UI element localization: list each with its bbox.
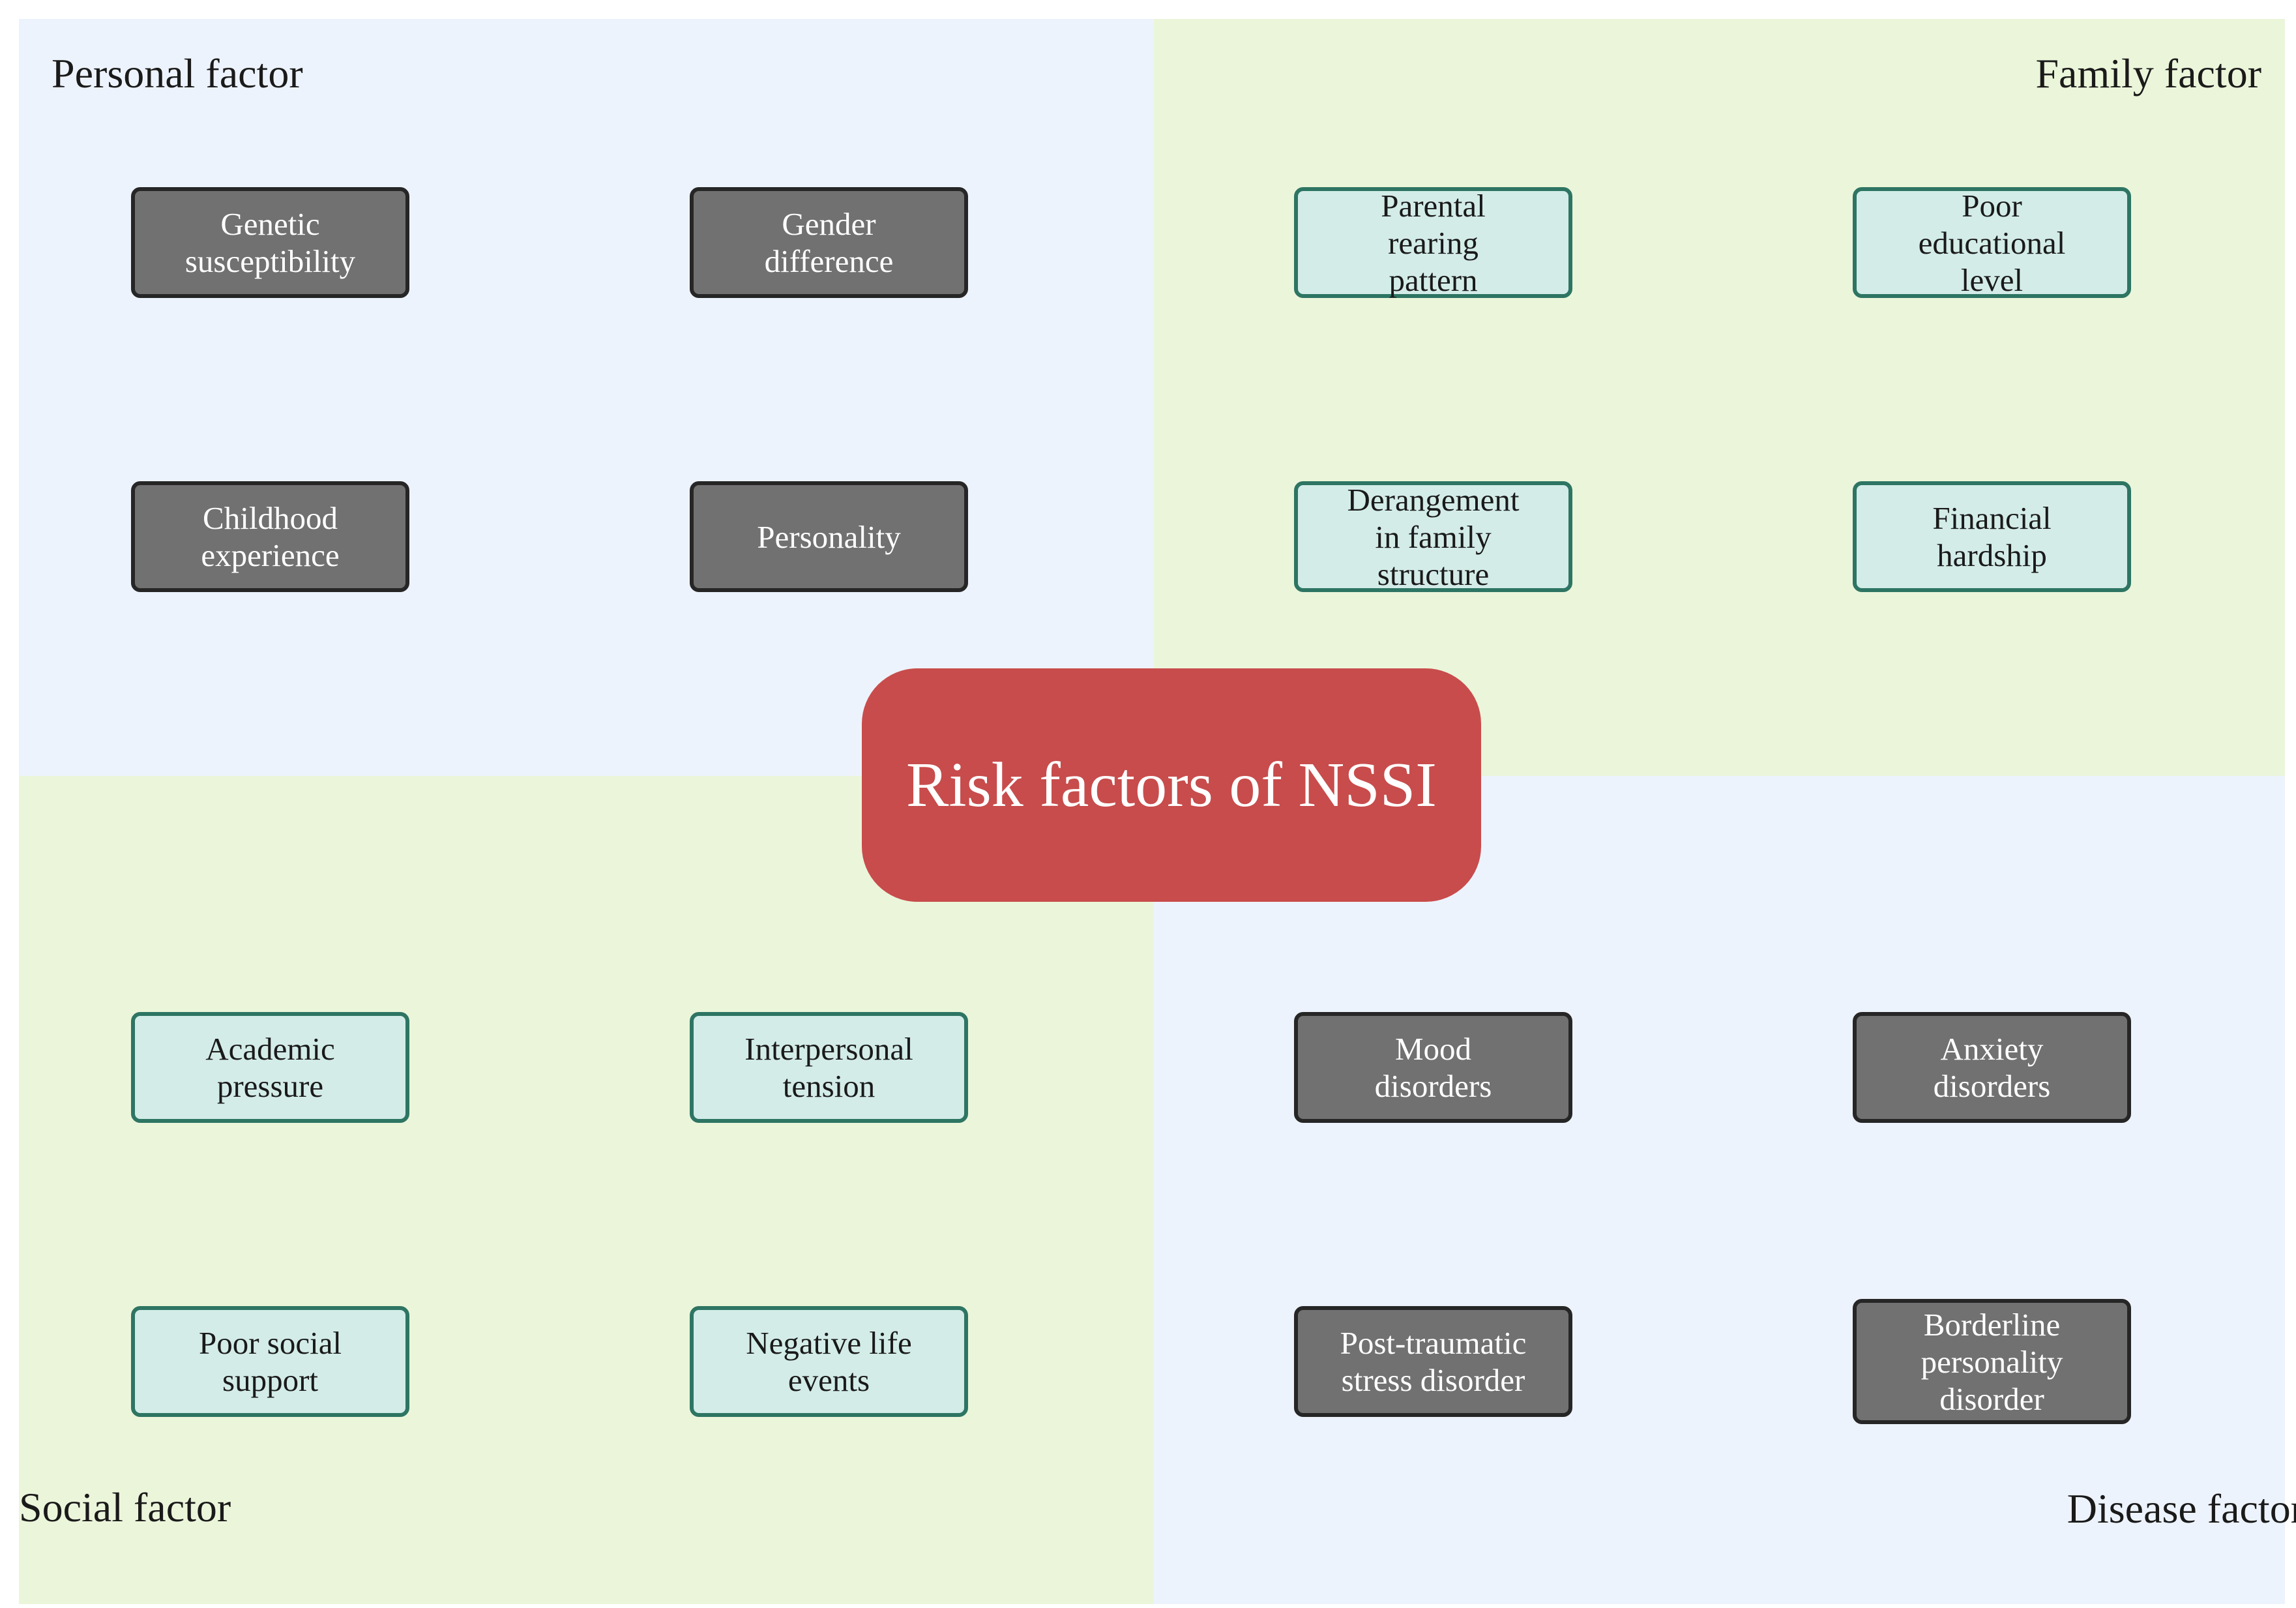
social-factor-label: Social factor <box>19 1484 231 1530</box>
factor-box-negative-life-events: Negative life events <box>690 1306 968 1417</box>
factor-box-borderline-personality-disorder: Borderline personality disorder <box>1853 1299 2131 1424</box>
disease-factor-label: Disease factor <box>2067 1485 2296 1532</box>
family-factor-label: Family factor <box>2035 50 2261 97</box>
factor-box-anxiety-disorders: Anxiety disorders <box>1853 1012 2131 1123</box>
factor-box-genetic-susceptibility: Genetic susceptibility <box>131 187 409 298</box>
factor-box-post-traumatic-stress-disorder: Post-traumatic stress disorder <box>1294 1306 1572 1417</box>
family-factor-quadrant: Family factor <box>1154 19 2285 776</box>
factor-box-childhood-experience: Childhood experience <box>131 481 409 592</box>
social-factor-quadrant: Social factor <box>19 776 1154 1604</box>
personal-factor-label: Personal factor <box>52 50 303 97</box>
factor-box-derangement-in-family-structure: Derangement in family structure <box>1294 481 1572 592</box>
factor-box-gender-difference: Gender difference <box>690 187 968 298</box>
factor-box-poor-social-support: Poor social support <box>131 1306 409 1417</box>
factor-box-poor-educational-level: Poor educational level <box>1853 187 2131 298</box>
personal-factor-quadrant: Personal factor <box>19 19 1154 776</box>
disease-factor-quadrant: Disease factor <box>1154 776 2296 1604</box>
factor-box-mood-disorders: Mood disorders <box>1294 1012 1572 1123</box>
center-title: Risk factors of NSSI <box>906 750 1437 820</box>
factor-box-interpersonal-tension: Interpersonal tension <box>690 1012 968 1123</box>
factor-box-financial-hardship: Financial hardship <box>1853 481 2131 592</box>
factor-box-personality: Personality <box>690 481 968 592</box>
factor-box-parental-rearing-pattern: Parental rearing pattern <box>1294 187 1572 298</box>
factor-box-academic-pressure: Academic pressure <box>131 1012 409 1123</box>
center-title-node: Risk factors of NSSI <box>862 668 1481 902</box>
